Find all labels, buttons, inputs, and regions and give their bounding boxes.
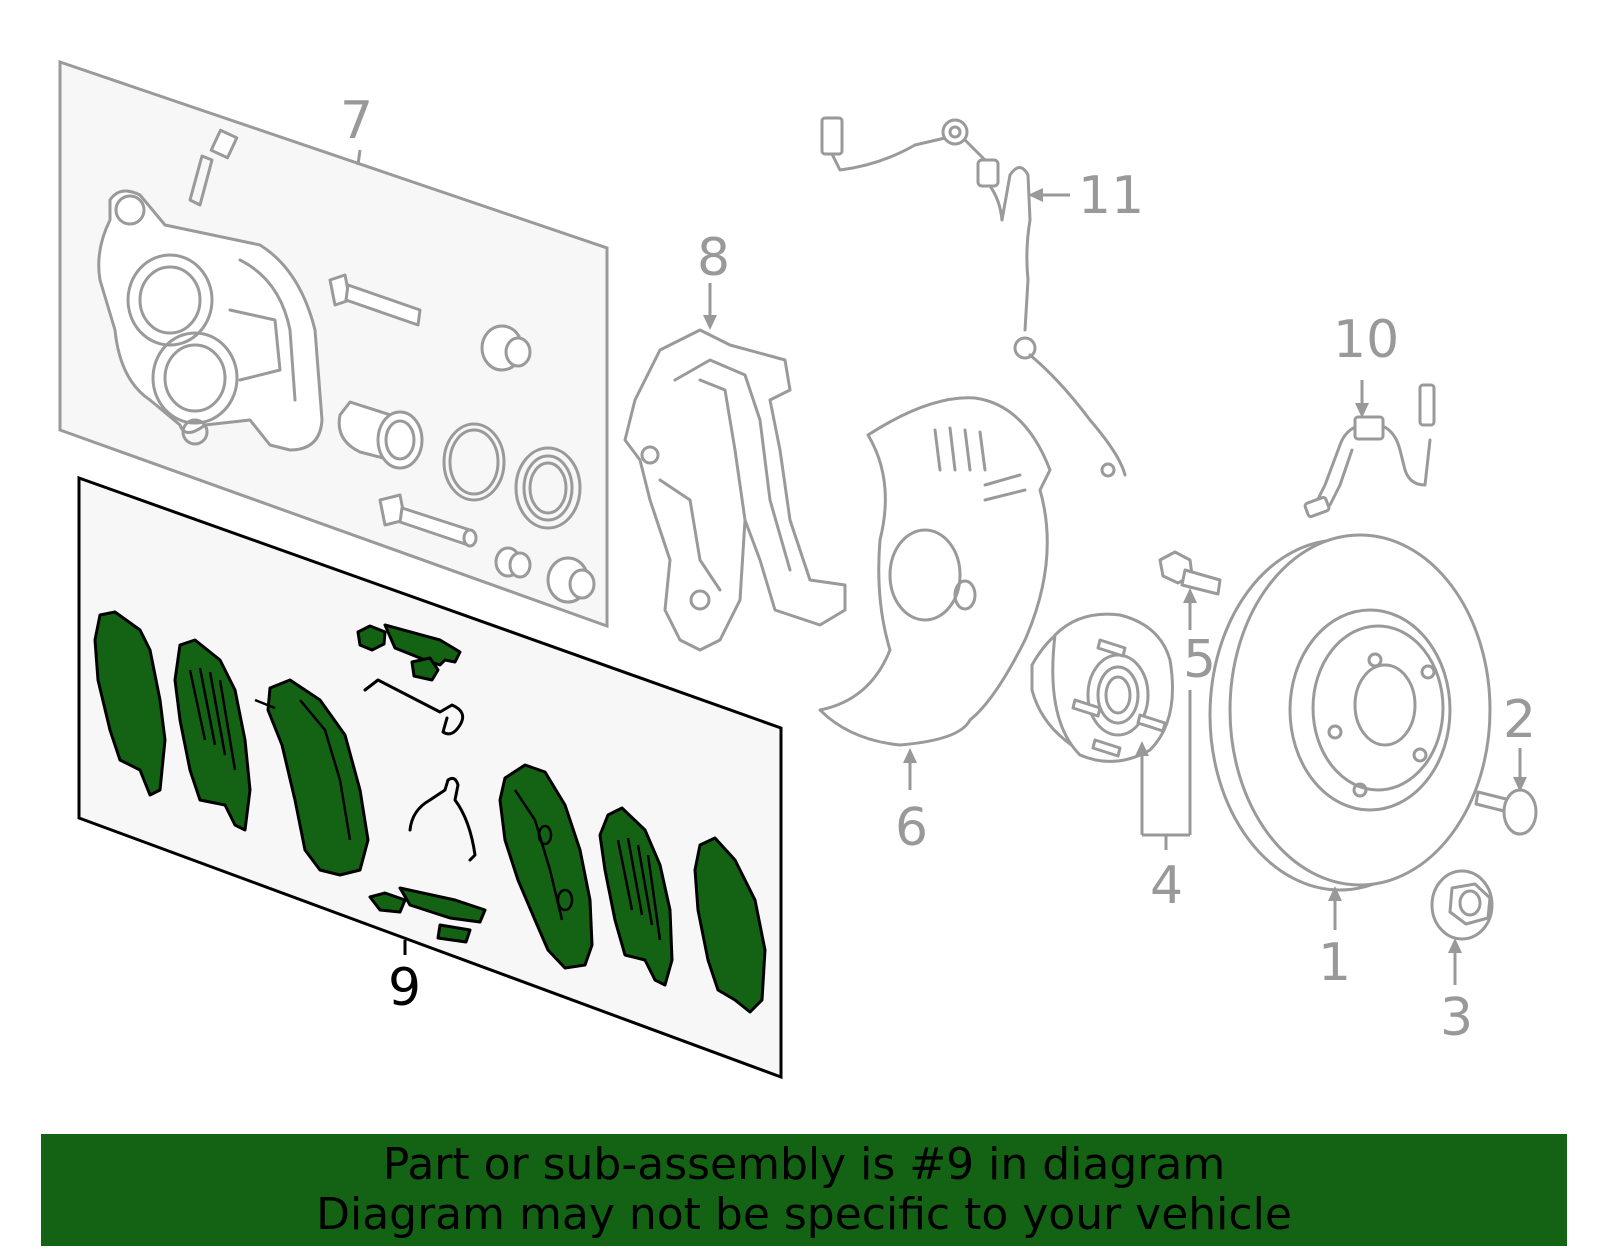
callout-5: 5 bbox=[1183, 630, 1216, 690]
guide-pin-upper bbox=[328, 273, 422, 327]
diagram-notice-banner: Part or sub-assembly is #9 in diagram Di… bbox=[41, 1134, 1567, 1246]
piston-dust-boot bbox=[514, 446, 582, 530]
outer-brake-pad bbox=[498, 763, 594, 970]
callout-9: 9 bbox=[388, 958, 421, 1018]
inner-brake-pad bbox=[254, 678, 370, 877]
brake-pad-kit-group[interactable]: 9 bbox=[77, 475, 783, 1080]
bleeder-screw bbox=[188, 128, 239, 207]
caliper-assembly-group[interactable]: 7 bbox=[58, 59, 609, 629]
callout-10: 10 bbox=[1333, 310, 1399, 370]
pad-kit-group-panel bbox=[77, 475, 783, 1080]
brake-hose[interactable]: 10 bbox=[1303, 310, 1436, 518]
wheel-speed-sensor[interactable]: 11 bbox=[820, 116, 1144, 478]
caliper-piston bbox=[337, 400, 424, 470]
caliper-bracket[interactable]: 8 bbox=[623, 228, 847, 652]
callout-2: 2 bbox=[1503, 690, 1536, 750]
callout-8: 8 bbox=[697, 228, 730, 288]
guide-pin-boot-upper bbox=[480, 324, 532, 372]
notice-line-part-number: Part or sub-assembly is #9 in diagram bbox=[382, 1139, 1226, 1190]
inner-pad-shim-left bbox=[173, 638, 252, 832]
abutment-clip-upper bbox=[356, 623, 462, 682]
inner-pad-shim-right bbox=[693, 836, 767, 1014]
pad-wear-indicator bbox=[363, 678, 465, 736]
guide-pin-lower bbox=[378, 493, 478, 548]
brake-rotor[interactable]: 1 bbox=[1208, 533, 1492, 993]
rotor-retaining-screw[interactable]: 2 bbox=[1474, 690, 1538, 836]
piston-seal bbox=[442, 422, 506, 502]
notice-line-disclaimer: Diagram may not be specific to your vehi… bbox=[316, 1189, 1292, 1240]
callout-6: 6 bbox=[895, 798, 928, 858]
abutment-clip-lower bbox=[368, 886, 487, 944]
callout-3: 3 bbox=[1440, 988, 1473, 1048]
callout-11: 11 bbox=[1078, 166, 1144, 226]
pad-retaining-spring bbox=[408, 776, 477, 862]
caliper-body bbox=[97, 189, 324, 452]
callout-7: 7 bbox=[340, 91, 373, 151]
guide-pin-bushing bbox=[494, 546, 532, 579]
callout-4: 4 bbox=[1150, 856, 1183, 916]
callout-1: 1 bbox=[1318, 933, 1351, 993]
hub-bolt[interactable]: 5 bbox=[1158, 550, 1222, 690]
outer-pad-shim-right bbox=[598, 806, 674, 987]
outer-pad-shim bbox=[93, 610, 167, 797]
hub-nut[interactable]: 3 bbox=[1430, 869, 1494, 1048]
hub-bearing-assembly[interactable]: 4 bbox=[1030, 612, 1192, 916]
callout-7-leader bbox=[356, 149, 362, 166]
splash-shield[interactable]: 6 bbox=[818, 396, 1052, 858]
guide-pin-boot-lower bbox=[546, 556, 596, 604]
